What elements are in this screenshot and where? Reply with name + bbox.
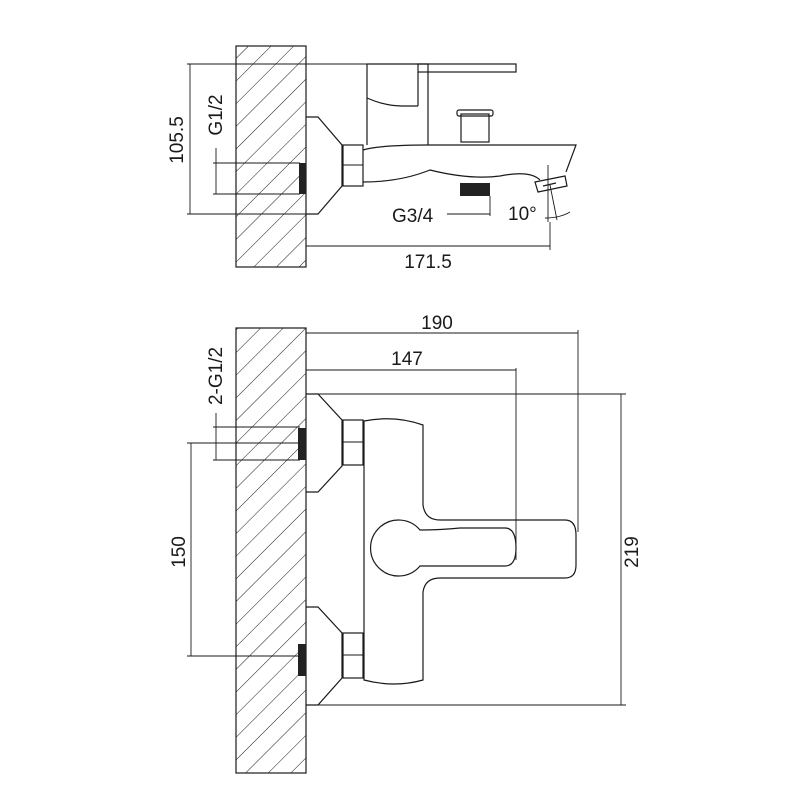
escutcheon-top xyxy=(306,393,343,493)
dim-label-147: 147 xyxy=(391,349,423,370)
front-view: 190 147 219 150 2-G1/2 xyxy=(169,313,643,774)
wall-section-bottom xyxy=(235,327,307,774)
label-g34: G3/4 xyxy=(392,206,434,227)
handle xyxy=(369,519,517,577)
side-view: 105.5 G1/2 G3/4 10° 171.5 xyxy=(167,45,577,273)
hex-nut xyxy=(342,144,364,187)
inlet-thread-insert-bottom xyxy=(298,644,306,676)
spout xyxy=(362,144,577,183)
dim-inlet-2g12: 2-G1/2 xyxy=(206,347,300,461)
escutcheon-bottom xyxy=(306,606,343,706)
dim-label-219: 219 xyxy=(622,536,643,568)
dim-height-219: 219 xyxy=(306,393,643,706)
dim-label-150: 150 xyxy=(169,536,190,568)
dim-height-105: 105.5 xyxy=(167,63,367,215)
label-g12: G1/2 xyxy=(206,94,227,135)
wall-section-top xyxy=(235,45,307,268)
lever-body xyxy=(366,63,429,145)
lever-plate xyxy=(417,63,517,73)
label-angle: 10° xyxy=(508,204,537,225)
dim-projection-171: 171.5 xyxy=(306,222,551,273)
dim-angle: 10° xyxy=(508,165,571,225)
dim-outlet-g34: G3/4 xyxy=(392,196,491,227)
escutcheon xyxy=(306,116,343,215)
dim-label-105: 105.5 xyxy=(167,116,188,164)
mixer-body xyxy=(363,418,577,685)
hex-nut-bottom xyxy=(342,632,364,679)
dim-label-171: 171.5 xyxy=(404,252,452,273)
dim-label-190: 190 xyxy=(421,313,453,334)
diverter-knob xyxy=(460,113,490,143)
inlet-thread-insert xyxy=(299,163,306,194)
outlet-thread xyxy=(460,183,490,196)
dim-depth-190: 190 xyxy=(306,313,579,532)
dim-inlet-g12: G1/2 xyxy=(206,94,300,195)
dim-centers-150: 150 xyxy=(169,442,300,657)
inlet-thread-insert-top xyxy=(298,428,306,460)
hex-nut-top xyxy=(342,419,364,466)
aerator xyxy=(534,175,568,193)
label-2g12: 2-G1/2 xyxy=(206,347,227,405)
dim-depth-147: 147 xyxy=(306,349,517,560)
